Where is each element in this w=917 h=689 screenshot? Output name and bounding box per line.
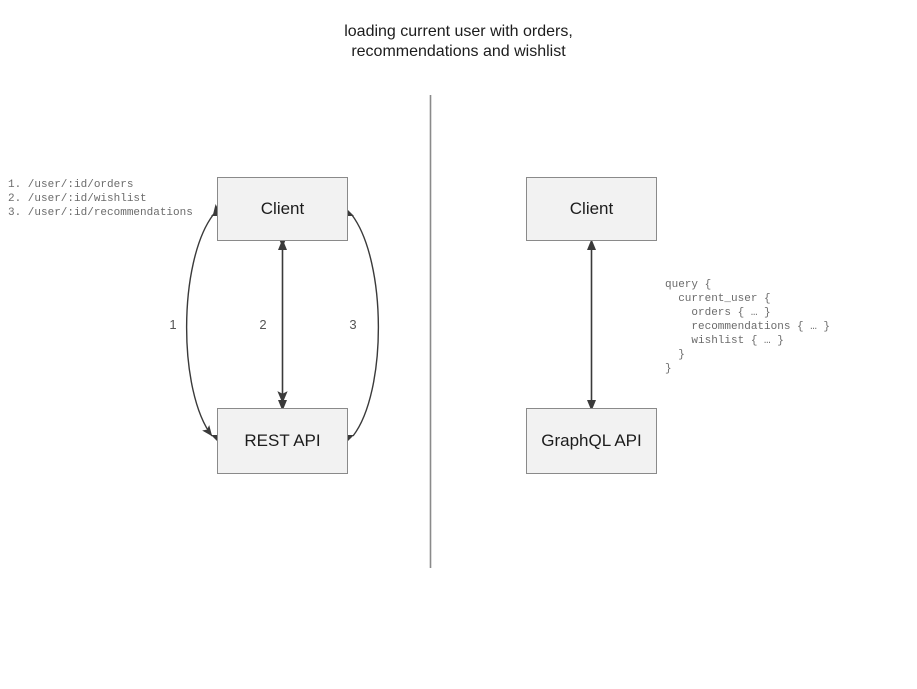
node-graphql-api[interactable]: GraphQL API <box>526 408 657 474</box>
node-client-graphql[interactable]: Client <box>526 177 657 241</box>
edge-label-1: 1 <box>169 317 177 332</box>
node-rest-api[interactable]: REST API <box>217 408 348 474</box>
edge-label-2: 2 <box>259 317 267 332</box>
edge-2-arrow-top <box>278 239 287 250</box>
diagram-title: loading current user with orders, recomm… <box>344 23 573 60</box>
node-rest-api-label: REST API <box>244 431 321 450</box>
rest-endpoint-list: 1. /user/:id/orders 2. /user/:id/wishlis… <box>8 179 193 219</box>
node-client-rest-label: Client <box>260 199 305 218</box>
node-graphql-api-label: GraphQL API <box>541 431 642 450</box>
edge-3-path <box>351 214 380 437</box>
graphql-query-snippet: query { current_user { orders { … } reco… <box>665 279 831 375</box>
node-client-rest[interactable]: Client <box>217 177 348 241</box>
node-client-graphql-label: Client <box>569 199 614 218</box>
edge-label-3: 3 <box>349 317 357 332</box>
edge-2-arrow-bottom <box>278 400 287 411</box>
edge-query-arrow-top <box>587 239 596 250</box>
edge-1-path <box>185 204 223 437</box>
edge-query-arrow-bottom <box>587 400 596 411</box>
